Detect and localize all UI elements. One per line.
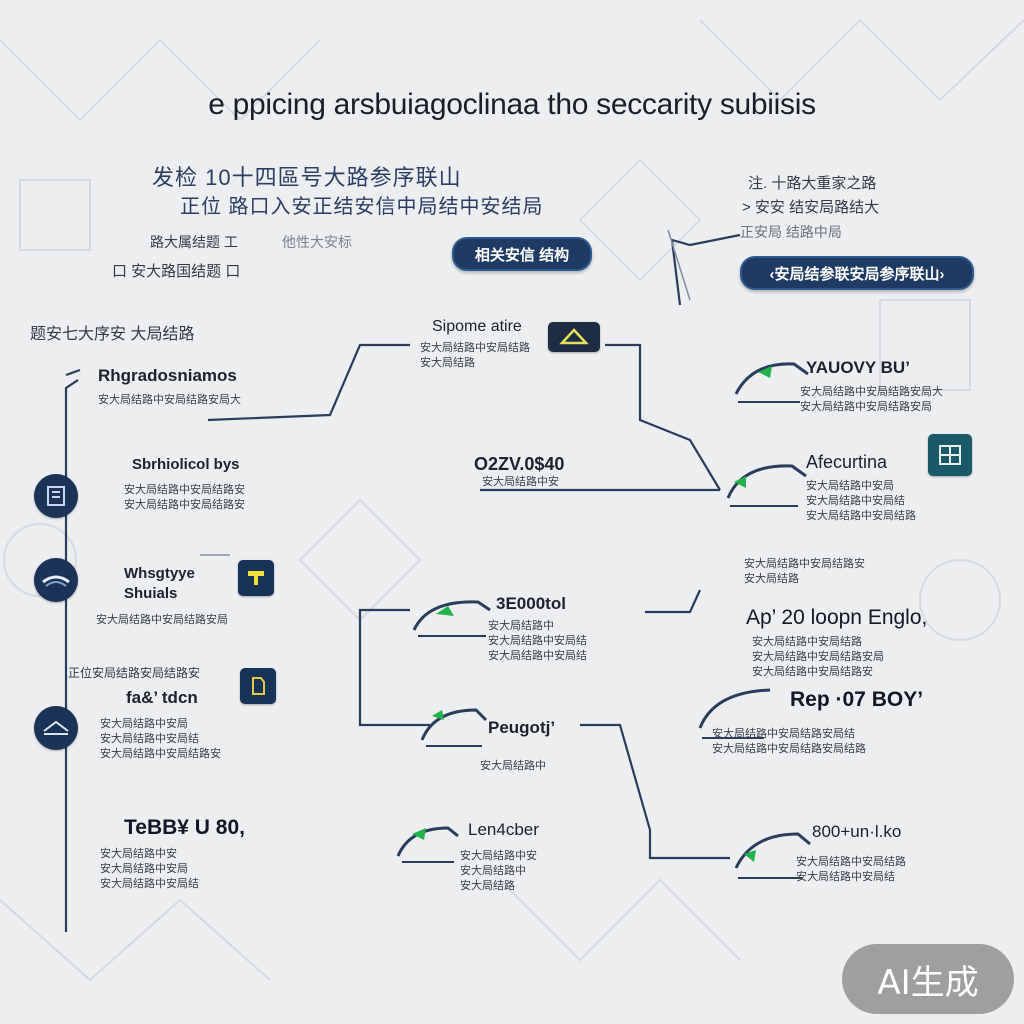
left-item-4-text: 安大局结路中安局 安大局结路中安局结 安大局结路中安局结路安 — [100, 717, 221, 760]
right-item-4-text: 安大局结路中安局结路安局结 安大局结路中安局结路安局结路 — [712, 727, 866, 755]
right-item-2-badge — [928, 434, 972, 476]
center-top-badge — [548, 322, 600, 352]
right-pill: ‹安局结参联安局参序联山› — [740, 256, 974, 290]
center-pill: 相关安信 结构 — [452, 237, 592, 271]
header-sub-3: 他性大安标 — [282, 234, 352, 250]
left-item-5-text: 安大局结路中安 安大局结路中安局 安大局结路中安局结 — [100, 847, 199, 890]
center-top-label: Sipome atire — [432, 318, 522, 335]
right-item-1-label: YAUOVY BU’ — [806, 358, 910, 377]
diagram-title: e ppicing arsbuiagoclinaa tho seccarity … — [208, 88, 816, 121]
vehicle-icon-6 — [698, 688, 771, 739]
triangle-icon — [559, 328, 589, 345]
center-item-2-text: 安大局结路中 — [480, 759, 546, 772]
center-mid-label: O2ZV.0$40 — [474, 454, 565, 474]
left-item-2-text: 安大局结路中安局结路安 安大局结路中安局结路安 — [124, 483, 245, 511]
center-item-3-text: 安大局结路中安 安大局结路中 安大局结路 — [460, 849, 537, 892]
vehicle-icon-1 — [412, 600, 491, 637]
right-item-2-label: Afecurtina — [806, 452, 888, 472]
right-header-line-2: > 安安 结安局路结大 — [742, 199, 880, 216]
vehicle-icon-4 — [734, 362, 809, 403]
center-mid-text: 安大局结路中安 — [482, 475, 559, 488]
vehicle-icon-3 — [396, 826, 459, 863]
right-item-4-label: Rep ·07 BOY’ — [790, 688, 924, 711]
left-item-1-text: 安大局结路中安局结路安局大 — [98, 393, 241, 406]
right-header-line-3: 正安局 结路中局 — [740, 224, 842, 240]
left-item-3-text: 安大局结路中安局结路安局 — [96, 613, 228, 626]
vehicle-icon-5 — [726, 464, 807, 507]
wave-icon — [42, 575, 70, 587]
right-header-line-1: 注. 十路大重家之路 — [748, 175, 877, 192]
left-item-3-badge — [238, 560, 274, 596]
right-item-2-text: 安大局结路中安局 安大局结路中安局结 安大局结路中安局结路 — [806, 479, 916, 522]
node-2 — [34, 558, 78, 602]
center-top-text: 安大局结路中安局结路 安大局结路 — [420, 341, 530, 369]
building-icon — [47, 486, 65, 506]
right-item-1-text: 安大局结路中安局结路安局大 安大局结路中安局结路安局 — [800, 385, 943, 413]
center-item-2-label: Peugotj’ — [488, 718, 556, 737]
header-sub-2: 口 安大路国结题 口 — [112, 263, 241, 280]
vehicle-icon-7 — [734, 832, 811, 879]
left-item-3-label: Whsgtyye Shuials — [124, 565, 195, 602]
right-item-5-text: 安大局结路中安局结路 安大局结路中安局结 — [796, 855, 906, 883]
header-line-1: 发检 10十四區号大路参序联山 — [152, 165, 462, 190]
left-item-1-label: Rhgradosniamos — [98, 366, 237, 385]
bridge-icon — [43, 720, 69, 735]
document-icon — [252, 677, 265, 695]
right-item-3-label: Ap’ 20 loopn Englo, — [746, 606, 928, 629]
right-item-3-text: 安大局结路中安局结路 安大局结路中安局结路安局 安大局结路中安局结路安 — [752, 635, 884, 678]
left-small-heading: 正位安局结路安局结路安 — [68, 666, 201, 680]
tool-icon — [248, 571, 264, 585]
center-item-1-label: 3E000tol — [496, 594, 566, 613]
left-item-4-badge — [240, 668, 276, 704]
right-item-2-note: 安大局结路中安局结路安 安大局结路 — [744, 557, 865, 585]
ai-generated-watermark: AI生成 — [842, 944, 1014, 1014]
grid-icon — [939, 445, 961, 465]
header-sub-1: 路大属结题 工 — [150, 234, 238, 250]
left-item-2-label: Sbrhiolicol bys — [132, 456, 240, 473]
left-item-5-label: TeBB¥ U 80, — [124, 816, 245, 839]
vehicle-icon-2 — [420, 708, 488, 747]
left-item-4-label: fa&’ tdcn — [126, 688, 198, 707]
left-heading: 题安七大序安 大局结路 — [30, 326, 195, 343]
node-1 — [34, 474, 78, 518]
header-line-2: 正位 路口入安正结安信中局结中安结局 — [180, 196, 544, 218]
node-3 — [34, 706, 78, 750]
right-item-5-label: 800+un·l.ko — [812, 822, 902, 841]
center-item-1-text: 安大局结路中 安大局结路中安局结 安大局结路中安局结 — [488, 619, 587, 662]
center-item-3-label: Len4cber — [468, 820, 539, 839]
